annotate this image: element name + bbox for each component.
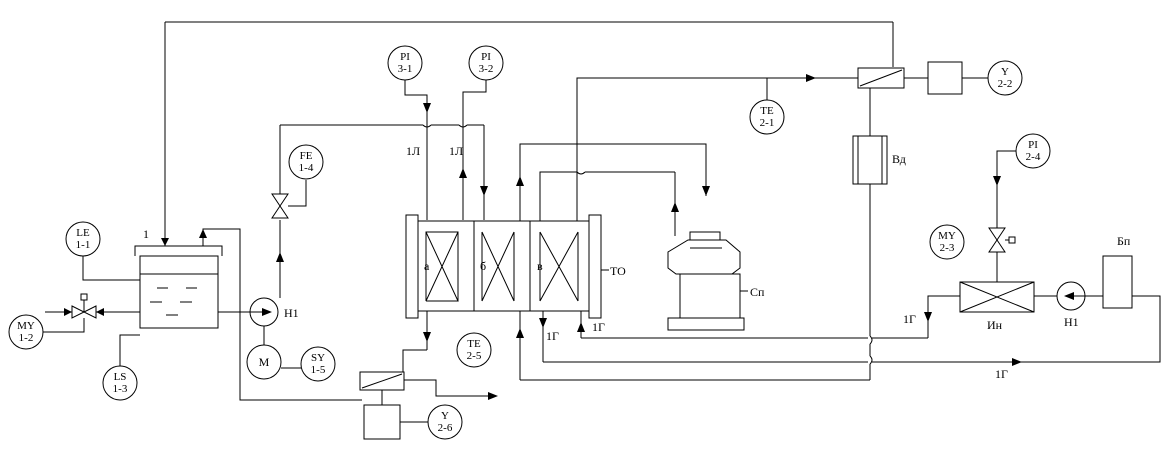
svg-text:FE: FE [300,150,313,162]
svg-text:3-2: 3-2 [479,63,494,75]
svg-text:1-2: 1-2 [19,332,34,344]
injector-in [959,281,1035,313]
speed-controller-sy-1-5: SY 1-5 [300,346,336,382]
separator-label: Сп [750,285,765,299]
cooler-top [857,67,905,89]
control-valve-my-2-3 [988,227,1016,253]
actuator-my-1-2: MY 1-2 [8,314,44,350]
section-a-label: а [424,259,430,273]
temperature-sensor-te-2-5: TE 2-5 [456,332,492,368]
separator-cn [667,231,745,331]
tank-bp [1102,255,1133,309]
flow-valve-fe-1-4 [271,193,289,219]
tank-1 [134,245,223,329]
section-v-label: в [537,259,543,273]
svg-text:Y: Y [441,410,449,422]
pump-h1-left [249,297,279,327]
flow-sensor-fe-1-4: FE 1-4 [288,144,324,180]
heat-exchanger-to [405,214,602,319]
actuator-my-2-3: MY 2-3 [929,224,965,260]
cooler-bottom [359,371,405,391]
svg-text:TE: TE [467,338,481,350]
pressure-indicator-pi-3-1: PI 3-1 [387,45,423,81]
svg-text:SY: SY [311,352,325,364]
svg-text:2-5: 2-5 [467,350,482,362]
svg-text:2-3: 2-3 [940,242,955,254]
svg-text:M: M [259,355,270,369]
line-1l-a-label: 1Л [406,144,420,158]
svg-text:2-4: 2-4 [1026,151,1041,163]
motor-m: M [246,344,282,380]
tank-number-label: 1 [143,227,149,241]
svg-text:1-5: 1-5 [311,364,326,376]
svg-text:PI: PI [400,51,410,63]
line-1g-b-label: 1Г [592,320,605,334]
control-valve-my-1-2 [71,293,97,319]
svg-text:LS: LS [114,371,127,383]
temperature-sensor-te-2-1: TE 2-1 [749,99,785,135]
controller-y-2-2-circle: Y 2-2 [987,60,1023,96]
vd-label: Вд [892,152,906,166]
pump-h1-right [1056,281,1086,311]
controller-y-2-6-circle: Y 2-6 [427,404,463,440]
flow-meter-vd [852,135,888,185]
section-b-label: б [480,259,486,273]
line-1g-c-label: 1Г [903,312,916,326]
pressure-indicator-pi-3-2: PI 3-2 [468,45,504,81]
svg-text:PI: PI [481,51,491,63]
svg-text:Y: Y [1001,66,1009,78]
svg-text:TE: TE [760,105,774,117]
svg-text:3-1: 3-1 [398,63,413,75]
in-label: Ин [987,318,1003,332]
pressure-indicator-pi-2-4: PI 2-4 [1015,133,1051,169]
svg-text:MY: MY [938,230,956,242]
svg-text:MY: MY [17,320,35,332]
controller-y-2-6 [363,404,401,440]
bp-label: Бп [1117,234,1131,248]
line-1g-d-label: 1Г [995,367,1008,381]
heat-exchanger-label: ТО [610,264,626,278]
controller-y-2-2 [927,61,963,95]
svg-text:LE: LE [76,227,90,239]
pump-h1-right-label: Н1 [1064,315,1079,329]
svg-text:2-1: 2-1 [760,117,775,129]
pump-h1-left-label: Н1 [284,306,299,320]
svg-text:1-4: 1-4 [299,162,314,174]
level-sensor-le-1-1: LE 1-1 [65,221,101,257]
svg-text:PI: PI [1028,139,1038,151]
level-switch-ls-1-3: LS 1-3 [102,365,138,401]
svg-text:2-6: 2-6 [438,422,453,434]
svg-text:2-2: 2-2 [998,78,1013,90]
svg-text:1-1: 1-1 [76,239,91,251]
svg-text:1-3: 1-3 [113,383,128,395]
line-1l-b-label: 1Л [449,144,463,158]
line-1g-a-label: 1Г [546,329,559,343]
